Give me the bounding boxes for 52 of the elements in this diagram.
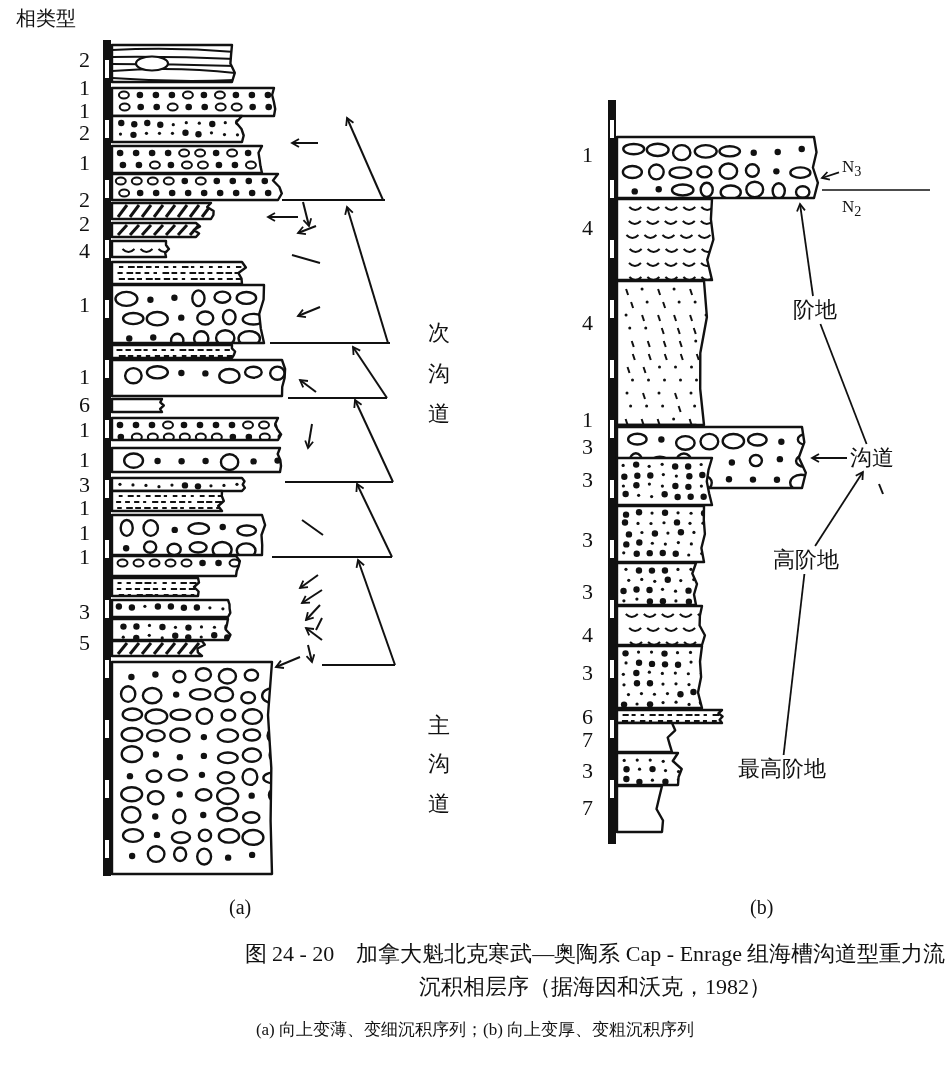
facies-number: 4 bbox=[79, 240, 90, 262]
vertical-label: 次沟道 bbox=[428, 305, 450, 425]
connector-line bbox=[819, 323, 868, 445]
panel-label: (a) bbox=[229, 897, 252, 917]
facies-number: 1 bbox=[79, 546, 90, 568]
facies-number: 3 bbox=[582, 760, 593, 782]
facies-number: 3 bbox=[582, 436, 593, 458]
facies-number: 3 bbox=[79, 474, 90, 496]
facies-number: 1 bbox=[79, 77, 90, 99]
facies-number: 1 bbox=[79, 294, 90, 316]
facies-number: 1 bbox=[79, 419, 90, 441]
facies-number: 3 bbox=[582, 581, 593, 603]
facies-number: 1 bbox=[79, 152, 90, 174]
facies-number: 1 bbox=[79, 449, 90, 471]
annotation-text: 沟道 bbox=[850, 447, 894, 469]
arrow bbox=[796, 203, 814, 297]
facies-number: 4 bbox=[582, 624, 593, 646]
facies-number: 5 bbox=[79, 632, 90, 654]
panel-label: (b) bbox=[750, 897, 774, 917]
arrow bbox=[821, 171, 840, 181]
facies-number: 3 bbox=[582, 529, 593, 551]
facies-number: 3 bbox=[79, 601, 90, 623]
facies-number: 2 bbox=[79, 213, 90, 235]
facies-number: 6 bbox=[79, 394, 90, 416]
facies-number: 1 bbox=[79, 497, 90, 519]
facies-number: 2 bbox=[79, 122, 90, 144]
facies-number: 7 bbox=[582, 729, 593, 751]
arrow bbox=[811, 453, 848, 463]
arrow bbox=[814, 471, 864, 547]
facies-number: 1 bbox=[79, 366, 90, 388]
column-heading: 相类型 bbox=[16, 8, 76, 28]
facies-number: 7 bbox=[582, 797, 593, 819]
facies-number: 3 bbox=[582, 469, 593, 491]
connector-line bbox=[782, 573, 806, 756]
annotation-text: 阶地 bbox=[793, 299, 837, 321]
vertical-label: 主沟道 bbox=[428, 695, 450, 815]
facies-number: 1 bbox=[79, 100, 90, 122]
subcaption: (a) 向上变薄、变细沉积序列；(b) 向上变厚、变粗沉积序列 bbox=[254, 1021, 696, 1038]
annotation-text: 最高阶地 bbox=[738, 758, 826, 780]
annotation-text: N$_{3}$ bbox=[842, 158, 862, 179]
epoch-label: N$_{2}$ bbox=[842, 198, 862, 219]
facies-number: 6 bbox=[582, 706, 593, 728]
facies-number: 4 bbox=[582, 312, 593, 334]
figure-caption: 图 24 - 20 加拿大魁北克寒武—奥陶系 Cap - Enrage 组海槽沟道型重力流沉积相层序（据海因和沃克，1982） bbox=[243, 940, 947, 1001]
annotation-text: 高阶地 bbox=[773, 549, 839, 571]
facies-number: 2 bbox=[79, 49, 90, 71]
facies-number: 1 bbox=[582, 409, 593, 431]
facies-number: 3 bbox=[582, 662, 593, 684]
facies-number: 4 bbox=[582, 217, 593, 239]
facies-number: 1 bbox=[79, 522, 90, 544]
facies-number: 1 bbox=[582, 144, 593, 166]
facies-number: 2 bbox=[79, 189, 90, 211]
